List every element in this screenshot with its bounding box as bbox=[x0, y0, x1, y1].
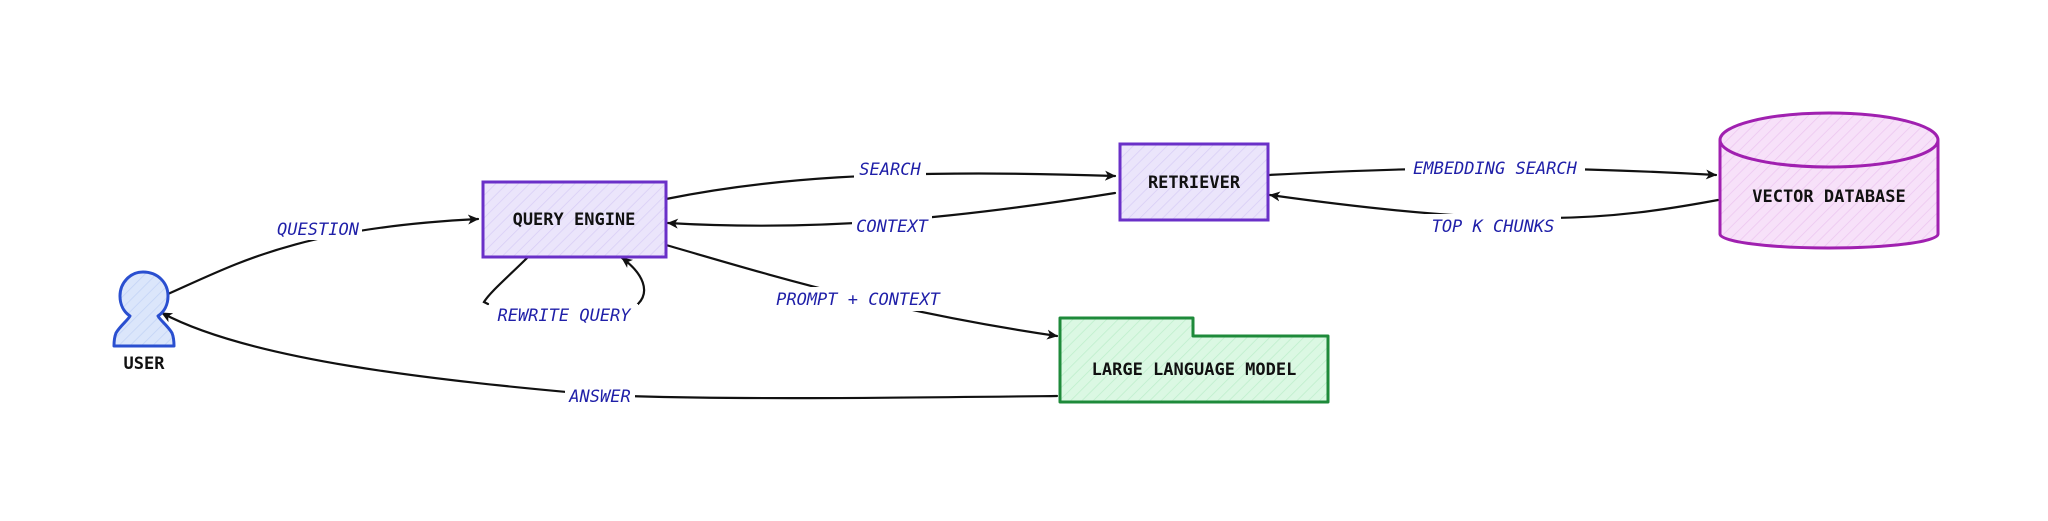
edge-question bbox=[166, 214, 480, 296]
edge-rewrite-query bbox=[482, 256, 529, 306]
user-icon bbox=[112, 270, 176, 348]
edge-label-question: QUESTION bbox=[277, 220, 360, 240]
retriever-node: RETRIEVER bbox=[1118, 142, 1270, 222]
edge-label-context: CONTEXT bbox=[856, 217, 929, 237]
edge-label-answer: ANSWER bbox=[568, 387, 630, 407]
edge-label-prompt-context: PROMPT + CONTEXT bbox=[776, 290, 942, 310]
edge-label-top-k-chunks: TOP K CHUNKS bbox=[1432, 217, 1555, 237]
llm-label: LARGE LANGUAGE MODEL bbox=[1092, 360, 1297, 380]
user-node: USER bbox=[112, 270, 176, 374]
llm-node: LARGE LANGUAGE MODEL bbox=[1058, 316, 1330, 404]
edge-search bbox=[664, 170, 1117, 201]
edge-label-search: SEARCH bbox=[859, 160, 921, 180]
user-label: USER bbox=[124, 354, 166, 374]
vector-database-node: VECTOR DATABASE bbox=[1718, 111, 1940, 250]
edge-label-embedding-search: EMBEDDING SEARCH bbox=[1413, 159, 1578, 179]
edge-rewrite-query-return bbox=[620, 256, 646, 306]
vector-database-label: VECTOR DATABASE bbox=[1752, 187, 1906, 207]
query-engine-label: QUERY ENGINE bbox=[513, 210, 636, 230]
query-engine-node: QUERY ENGINE bbox=[481, 180, 668, 259]
retriever-label: RETRIEVER bbox=[1148, 173, 1241, 193]
edge-label-rewrite-query: REWRITE QUERY bbox=[497, 306, 632, 326]
